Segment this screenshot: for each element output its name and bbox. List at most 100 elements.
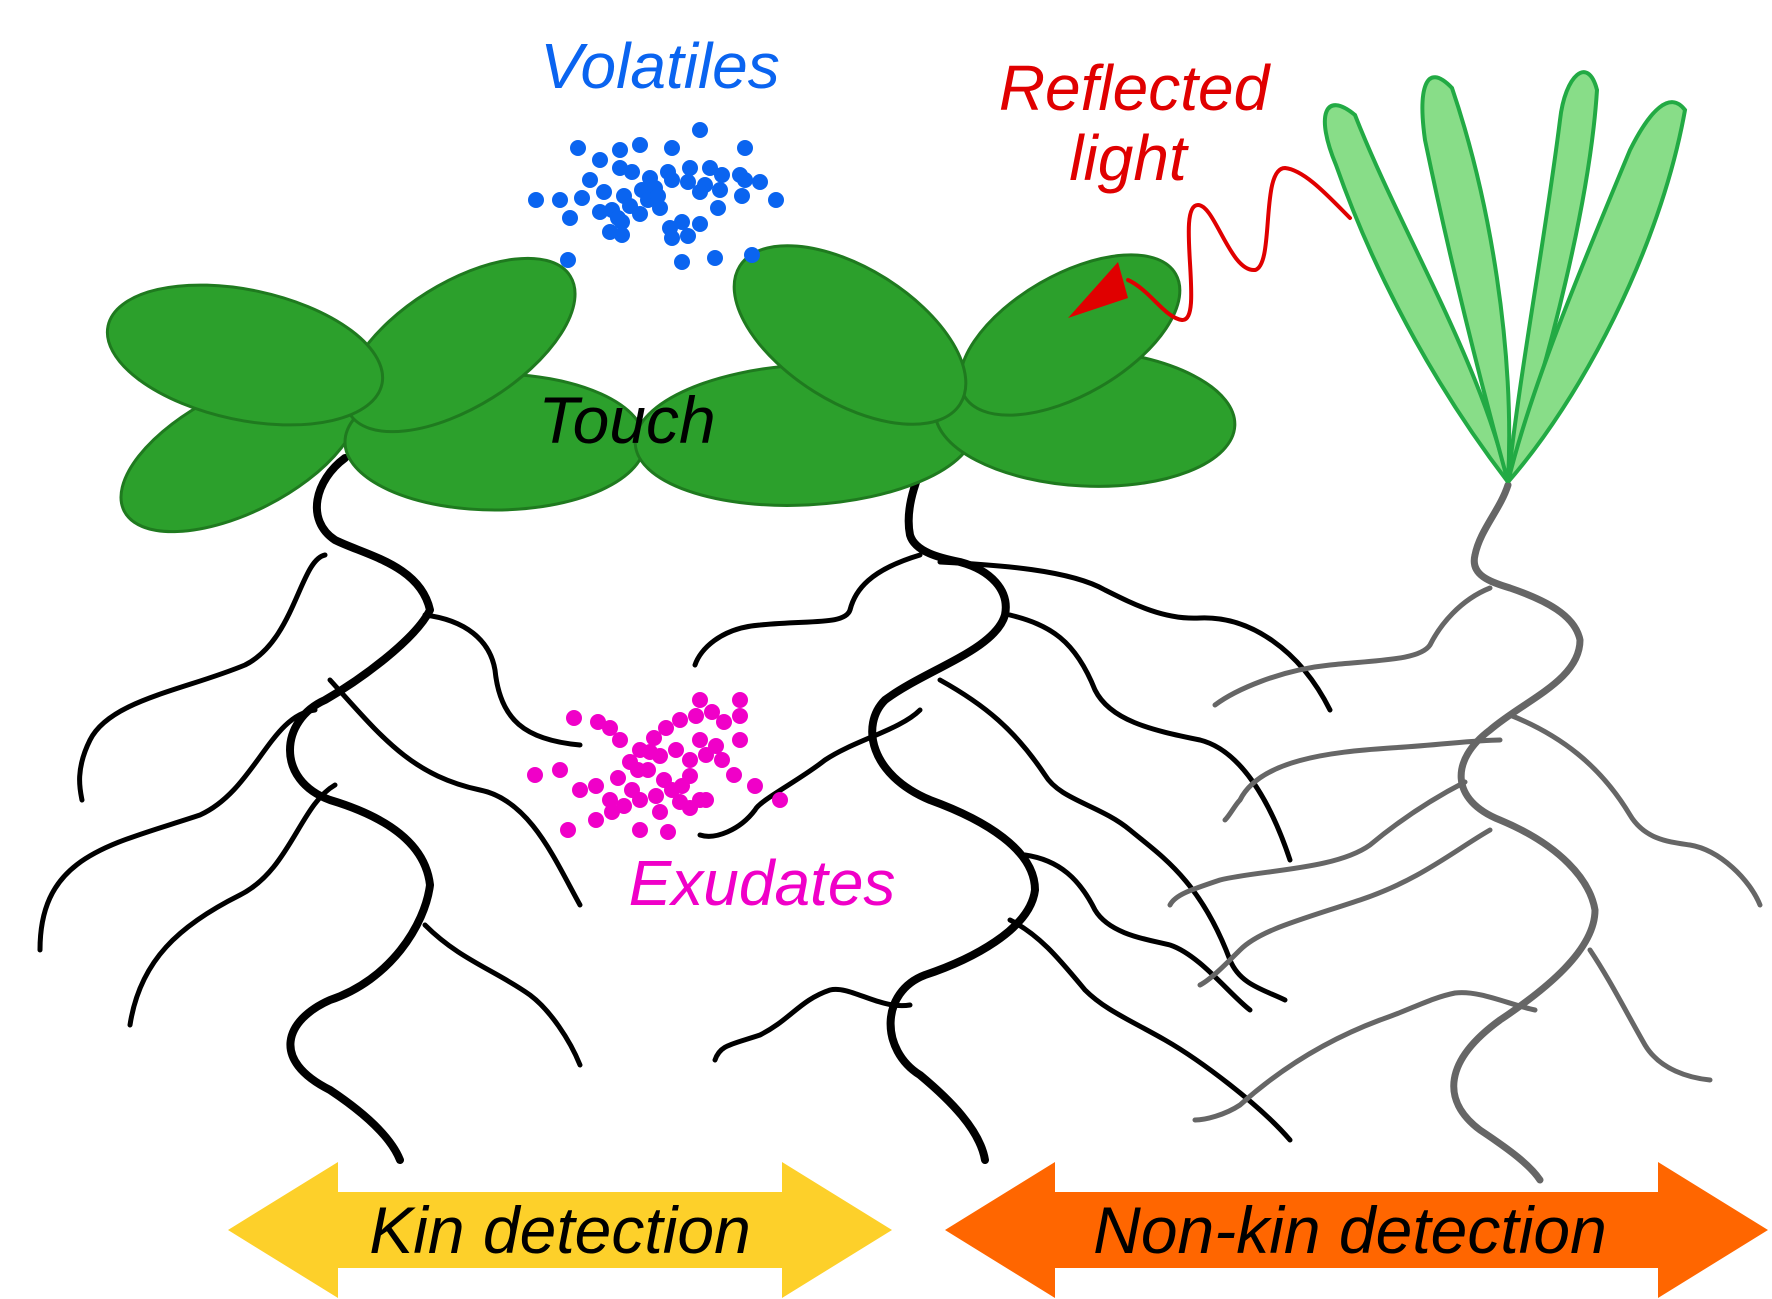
exudate-particle xyxy=(714,752,730,768)
volatile-particle xyxy=(610,210,626,226)
volatile-particle xyxy=(768,192,784,208)
volatile-particle xyxy=(744,247,760,263)
volatile-particle xyxy=(710,200,726,216)
plant-1-leaf-upper-left xyxy=(105,283,385,427)
volatile-particle xyxy=(650,188,666,204)
volatile-particle xyxy=(692,122,708,138)
exudate-particle xyxy=(732,692,748,708)
volatile-particle xyxy=(680,174,696,190)
non-kin-detection-arrow xyxy=(945,1162,1768,1298)
plant-1-roots xyxy=(37,454,583,1164)
volatiles-label: Volatiles xyxy=(540,30,780,102)
volatile-particle xyxy=(680,228,696,244)
volatile-particle xyxy=(582,172,598,188)
exudate-particle xyxy=(552,762,568,778)
volatile-particle xyxy=(714,167,730,183)
volatile-particle xyxy=(674,214,690,230)
volatile-particle xyxy=(664,140,680,156)
reflected-light-label-line1: Reflected xyxy=(999,52,1272,124)
volatile-particle xyxy=(574,190,590,206)
exudate-particle xyxy=(660,824,676,840)
volatile-particle xyxy=(624,164,640,180)
volatile-particle xyxy=(596,184,612,200)
volatile-particle xyxy=(612,142,628,158)
non-kin-detection-label: Non-kin detection xyxy=(1093,1193,1607,1267)
exudate-particle xyxy=(642,744,658,760)
volatile-particle xyxy=(734,188,750,204)
exudate-dots xyxy=(527,692,788,840)
exudate-particle xyxy=(732,708,748,724)
touch-label: Touch xyxy=(538,383,715,457)
exudate-particle xyxy=(692,732,708,748)
plant-3-leaf-4 xyxy=(1506,100,1688,484)
exudate-particle xyxy=(672,712,688,728)
exudate-particle xyxy=(704,704,720,720)
volatile-particle xyxy=(528,192,544,208)
volatile-particle xyxy=(614,227,630,243)
exudate-particle xyxy=(527,767,543,783)
reflected-light-wave xyxy=(1126,165,1352,322)
exudate-particle xyxy=(616,798,632,814)
exudate-particle xyxy=(692,692,708,708)
volatile-particle xyxy=(737,140,753,156)
exudate-particle xyxy=(588,812,604,828)
volatile-particle xyxy=(682,160,698,176)
exudate-particle xyxy=(648,788,664,804)
exudate-particle xyxy=(708,738,724,754)
kin-detection-label: Kin detection xyxy=(369,1193,751,1267)
plant-2-roots xyxy=(692,436,1333,1164)
exudate-particle xyxy=(658,720,674,736)
exudate-particle xyxy=(588,778,604,794)
exudate-particle xyxy=(560,822,576,838)
volatile-particle xyxy=(632,206,648,222)
volatile-particle xyxy=(674,254,690,270)
plant-3-leaf-1 xyxy=(1322,103,1510,484)
reflected-light-signal xyxy=(1068,165,1352,322)
volatile-particle xyxy=(652,200,668,216)
exudate-particle xyxy=(566,710,582,726)
volatile-particle xyxy=(707,250,723,266)
exudate-particle xyxy=(682,800,698,816)
exudate-particle xyxy=(572,782,588,798)
exudates-label: Exudates xyxy=(629,847,896,919)
exudate-particle xyxy=(612,732,628,748)
exudate-particle xyxy=(726,767,742,783)
volatile-particle xyxy=(692,184,708,200)
exudate-particle xyxy=(604,804,620,820)
volatile-dots xyxy=(528,122,784,270)
exudate-particle xyxy=(602,720,618,736)
exudate-particle xyxy=(772,792,788,808)
exudate-particle xyxy=(646,730,662,746)
volatile-particle xyxy=(752,174,768,190)
exudate-particle xyxy=(610,770,626,786)
volatile-particle xyxy=(592,204,608,220)
exudate-particle xyxy=(668,742,684,758)
kin-detection-arrow xyxy=(228,1162,892,1298)
plant-2-leaves xyxy=(633,244,1237,507)
volatile-particle xyxy=(562,210,578,226)
plant-2-leaf-upper-left xyxy=(732,244,968,426)
exudate-particle xyxy=(682,752,698,768)
volatile-particle xyxy=(664,230,680,246)
exudate-particle xyxy=(716,714,732,730)
volatile-particle xyxy=(570,140,586,156)
volatile-particle xyxy=(552,192,568,208)
plant-3-leaf-3 xyxy=(1506,70,1600,483)
exudate-particle xyxy=(664,782,680,798)
reflected-light-arrowhead xyxy=(1068,262,1128,318)
volatile-particle xyxy=(592,152,608,168)
volatile-particle xyxy=(664,172,680,188)
plant-1-leaves xyxy=(105,256,647,534)
exudate-particle xyxy=(630,762,646,778)
plant-3-leaf-2 xyxy=(1420,75,1512,483)
reflected-light-label-line2: light xyxy=(1069,122,1189,194)
volatile-particle xyxy=(712,182,728,198)
exudate-particle xyxy=(688,708,704,724)
volatile-particle xyxy=(602,224,618,240)
volatile-particle xyxy=(702,160,718,176)
volatile-particle xyxy=(692,216,708,232)
plant-3-roots xyxy=(1167,481,1763,1184)
exudate-particle xyxy=(698,792,714,808)
exudate-particle xyxy=(602,792,618,808)
